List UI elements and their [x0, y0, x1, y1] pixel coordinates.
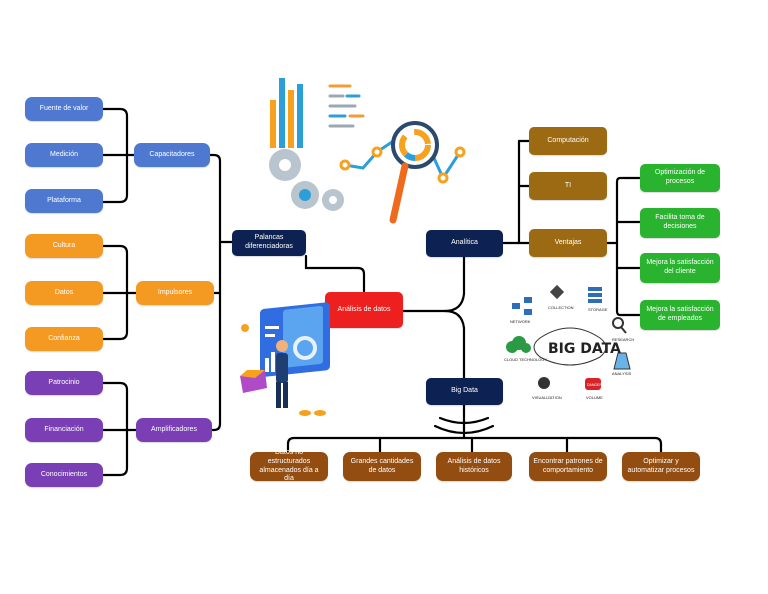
node-plataforma: Plataforma — [25, 189, 103, 213]
node-fuente-de-valor: Fuente de valor — [25, 97, 103, 121]
node-capacitadores: Capacitadores — [134, 143, 210, 167]
big-data-graphic: BIG DATA NETWORK COLLECTION STORAGE RESE… — [504, 284, 634, 400]
node-optimizar-automatizar: Optimizar y automatizar procesos — [622, 452, 700, 481]
svg-text:VISUALIZATION: VISUALIZATION — [532, 395, 562, 400]
node-ventajas: Ventajas — [529, 229, 607, 257]
node-satisfaccion-cliente: Mejora la satisfacción del cliente — [640, 253, 720, 283]
network-icon — [512, 297, 532, 315]
svg-text:STORAGE: STORAGE — [588, 307, 608, 312]
node-patrones-comportamiento: Encontrar patrones de comportamiento — [529, 452, 607, 481]
svg-text:VOLUME: VOLUME — [586, 395, 603, 400]
analytics-illustration — [269, 78, 466, 224]
node-analitica: Analítica — [426, 230, 503, 257]
big-data-title: BIG DATA — [548, 341, 621, 357]
node-big-data: Big Data — [426, 378, 503, 405]
node-optimizacion-procesos: Optimización de procesos — [640, 164, 720, 192]
node-patrocinio: Patrocinio — [25, 371, 103, 395]
collection-icon — [549, 284, 565, 300]
node-conocimientos: Conocimientos — [25, 463, 103, 487]
node-palancas-diferenciadoras: Palancas diferenciadoras — [232, 230, 306, 256]
svg-text:COLLECTION: COLLECTION — [548, 305, 574, 310]
node-datos: Datos — [25, 281, 103, 305]
node-amplificadores: Amplificadores — [136, 418, 212, 442]
svg-text:ANALYSIS: ANALYSIS — [612, 371, 632, 376]
node-computacion: Computación — [529, 127, 607, 155]
svg-text:NETWORK: NETWORK — [510, 319, 531, 324]
node-impulsores: Impulsores — [136, 281, 214, 305]
research-icon — [612, 317, 627, 334]
node-ti: TI — [529, 172, 607, 200]
node-satisfaccion-empleados: Mejora la satisfacción de empleados — [640, 300, 720, 330]
node-toma-decisiones: Facilita toma de decisiones — [640, 208, 720, 238]
volume-icon — [585, 378, 601, 390]
magnifier-icon — [389, 121, 439, 224]
node-cultura: Cultura — [25, 234, 103, 258]
svg-text:DANGER: DANGER — [587, 383, 602, 387]
node-grandes-cantidades: Grandes cantidades de datos — [343, 452, 421, 481]
node-financiacion: Financiación — [25, 418, 103, 442]
node-analisis-de-datos: Análisis de datos — [325, 292, 403, 328]
node-confianza: Confianza — [25, 327, 103, 351]
cloud-icon — [506, 336, 531, 353]
analysis-icon — [613, 352, 631, 370]
svg-text:CLOUD TECHNOLOGY: CLOUD TECHNOLOGY — [504, 357, 547, 362]
dashboard-illustration — [240, 302, 330, 416]
node-medicion: Medición — [25, 143, 103, 167]
node-datos-no-estructurados: Datos no estructurados almacenados día a… — [250, 449, 328, 482]
node-analisis-historicos: Análisis de datos históricos — [436, 452, 512, 481]
storage-icon — [588, 287, 602, 303]
visualization-icon — [538, 377, 550, 389]
svg-text:RESEARCH: RESEARCH — [612, 337, 634, 342]
